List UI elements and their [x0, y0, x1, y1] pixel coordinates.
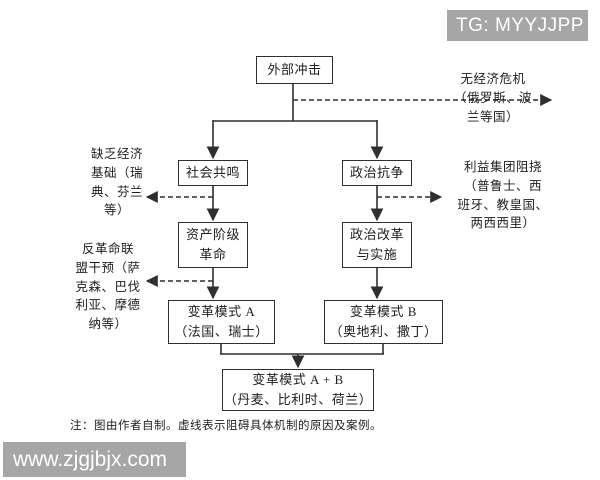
- node-external-shock: 外部冲击: [256, 56, 333, 84]
- node-social-resonance: 社会共鸣: [178, 160, 248, 186]
- node-political-protest: 政治抗争: [342, 160, 412, 186]
- dashed-connectors: [145, 94, 553, 287]
- annotation-counter-revolutionary-alliance: 反革命联 盟干预（萨 克森、巴伐 利亚、摩德 纳等）: [75, 242, 141, 331]
- watermark-telegram: TG: MYYJJPP: [447, 10, 588, 41]
- solid-connectors: [206, 84, 384, 369]
- annotation-no-economic-crisis: 无经济危机 （俄罗斯、波 兰等国）: [453, 72, 532, 124]
- node-mode-a-plus-b: 变革模式 A + B （丹麦、比利时、荷兰）: [222, 369, 374, 411]
- node-mode-a: 变革模式 A （法国、瑞士）: [168, 300, 275, 344]
- node-political-reform: 政治改革 与实施: [342, 222, 412, 268]
- node-bourgeois-revolution: 资产阶级 革命: [178, 222, 248, 268]
- annotation-interest-group-obstruction: 利益集团阻挠 （普鲁士、西 班牙、教皇国、 两西西里）: [457, 160, 549, 231]
- watermark-site: www.zjgjbjx.com: [3, 442, 186, 477]
- annotation-lack-economic-base: 缺乏经济 基础（瑞 典、芬兰 等）: [90, 147, 143, 218]
- figure-note: 注：图由作者自制。虚线表示阻碍具体机制的原因及案例。: [70, 420, 382, 432]
- node-mode-b: 变革模式 B （奥地利、撒丁）: [324, 300, 443, 344]
